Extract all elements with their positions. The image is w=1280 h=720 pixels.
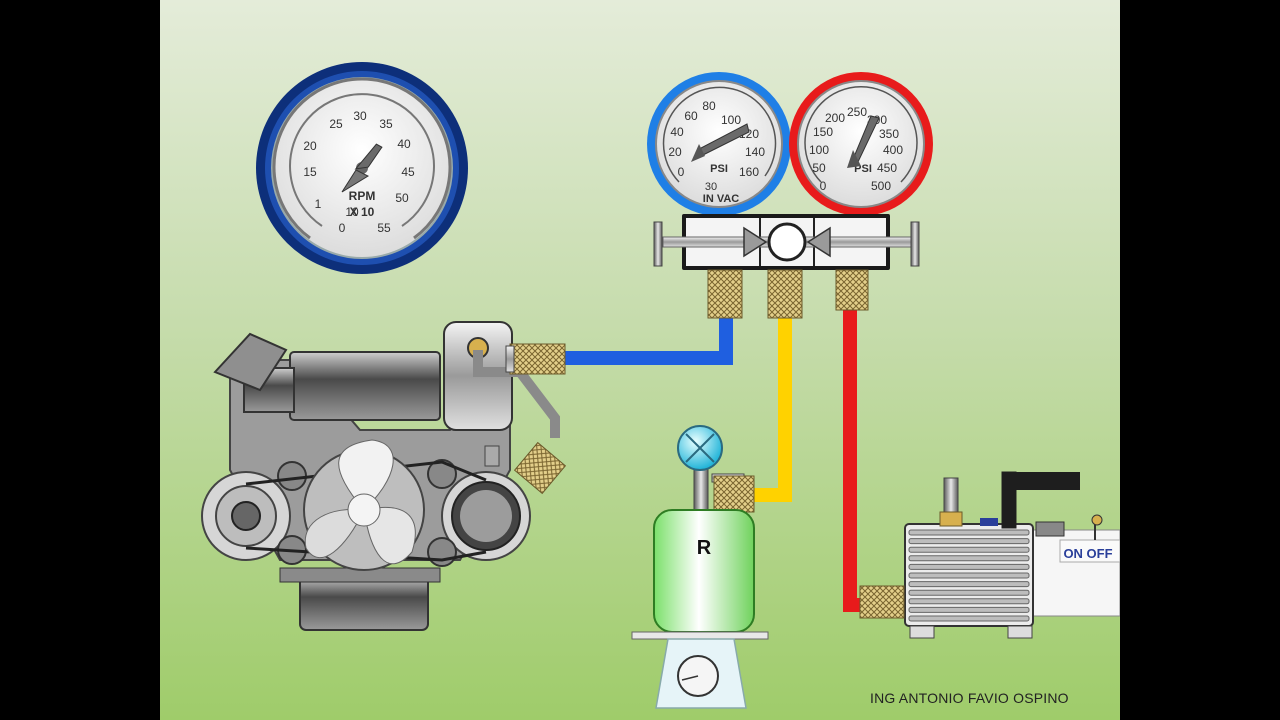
tank-label: R	[697, 537, 712, 559]
tach-label-7: 35	[379, 117, 393, 131]
high-gauge-label-2: 100	[809, 143, 829, 157]
pump-fin	[908, 538, 1030, 545]
low-gauge-label-8: 160	[739, 165, 759, 179]
high-side-gauge: 050100150200250300350400450500 PSI	[789, 72, 933, 216]
pump-switch-label[interactable]: ON OFF	[1063, 546, 1112, 561]
service-hose	[748, 318, 792, 502]
low-gauge-label-5: 100	[721, 113, 741, 127]
high-gauge-label-0: 0	[820, 179, 827, 193]
tach-needle	[354, 143, 383, 170]
pump-fin	[908, 598, 1030, 605]
low-gauge-vac-value: 30	[705, 181, 717, 193]
low-valve-knob[interactable]	[653, 221, 663, 267]
tach-label-10: 50	[395, 191, 409, 205]
tach-unit-rpm: RPM	[349, 189, 376, 203]
high-gauge-label-1: 50	[812, 161, 826, 175]
high-side-hose	[843, 310, 872, 612]
engine	[201, 321, 567, 631]
tach-unit-x10: X 10	[350, 205, 375, 219]
scale-platform	[631, 631, 769, 640]
tach-label-6: 30	[353, 109, 367, 123]
pump-fin	[908, 546, 1030, 553]
high-gauge-label-4: 200	[825, 111, 845, 125]
high-gauge-label-10: 500	[871, 179, 891, 193]
pump-fin	[908, 606, 1030, 613]
pump-fin	[908, 589, 1030, 596]
high-gauge-label-8: 400	[883, 143, 903, 157]
tach-label-5: 25	[329, 117, 343, 131]
tach-label-3: 15	[303, 165, 317, 179]
low-gauge-label-2: 40	[670, 125, 684, 139]
low-gauge-label-0: 0	[678, 165, 685, 179]
pump-fin	[908, 581, 1030, 588]
high-gauge-label-3: 150	[813, 125, 833, 139]
manifold-block	[653, 214, 920, 319]
pump-fin	[908, 555, 1030, 562]
tach-label-4: 20	[303, 139, 317, 153]
refrigerant-tank: R	[631, 425, 769, 709]
low-gauge-unit: PSI	[710, 163, 728, 175]
tach-label-2: 10	[345, 205, 359, 219]
high-valve-knob[interactable]	[910, 221, 920, 267]
high-gauge-label-5: 250	[847, 105, 867, 119]
low-gauge-label-7: 140	[745, 145, 765, 159]
low-gauge-vac-text: IN VAC	[703, 193, 740, 205]
author-credit: ING ANTONIO FAVIO OSPINO	[870, 690, 1069, 706]
pump-fin	[908, 529, 1030, 536]
tach-label-9: 45	[401, 165, 415, 179]
tach-label-0: 0	[339, 221, 346, 235]
low-gauge-label-1: 20	[668, 145, 682, 159]
vacuum-pump: ON OFF	[859, 471, 1120, 639]
high-gauge-label-9: 450	[877, 161, 897, 175]
low-side-hose	[565, 318, 733, 365]
tachometer-gauge: 0 1 10 15 20 25 30 35 40 45 50 55 RPM X 10	[256, 62, 468, 274]
tach-label-1: 1	[315, 197, 322, 211]
tach-label-8: 40	[397, 137, 411, 151]
low-gauge-label-4: 80	[702, 99, 716, 113]
tach-label-11: 55	[377, 221, 391, 235]
low-gauge-label-3: 60	[684, 109, 698, 123]
pump-fin	[908, 563, 1030, 570]
pump-fin	[908, 615, 1030, 622]
pump-fin	[908, 572, 1030, 579]
high-gauge-label-7: 350	[879, 127, 899, 141]
